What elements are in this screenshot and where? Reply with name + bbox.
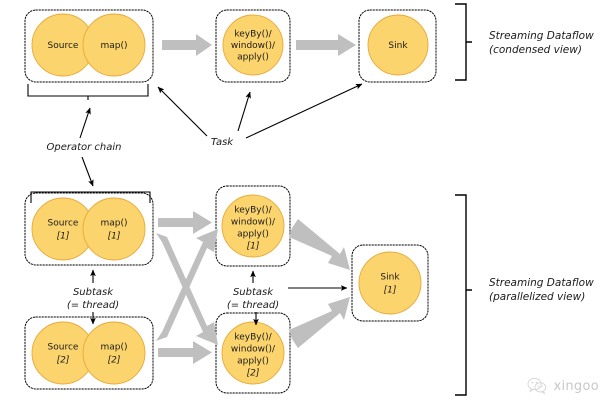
wechat-icon bbox=[527, 377, 547, 395]
operator-index-keyby-2: [2] bbox=[247, 369, 260, 379]
operator-circle-map-2 bbox=[82, 321, 146, 385]
operator-label-keyby-1-line3: apply() bbox=[237, 230, 269, 240]
operator-chain-arrow-down bbox=[81, 156, 94, 187]
flow-arrow-chain1-to-keyby1 bbox=[158, 211, 212, 234]
side-label-condensed-line2: (condensed view) bbox=[489, 44, 582, 56]
operator-label-source-1: Source bbox=[48, 219, 79, 229]
flow-arrow-keyby1-to-sink bbox=[289, 219, 350, 270]
flow-arrow-keyby2-to-sink bbox=[289, 297, 350, 348]
operator-label-keyby-line1-condensed: keyBy()/ bbox=[234, 30, 272, 40]
operator-label-keyby-2-line3: apply() bbox=[237, 357, 269, 367]
bracket-condensed-view bbox=[455, 3, 472, 81]
flow-arrow-chain2-to-keyby1 bbox=[156, 229, 218, 341]
operator-chain-bracket-top bbox=[27, 84, 149, 100]
operator-circle-keyby-2 bbox=[221, 321, 285, 385]
operator-label-map-2: map() bbox=[100, 343, 127, 353]
operator-label-keyby-line2-condensed: window()/ bbox=[231, 41, 276, 51]
task-arrow-to-sink-box bbox=[245, 83, 363, 139]
operator-label-keyby-1-line1: keyBy()/ bbox=[234, 206, 272, 216]
operator-index-map-2: [2] bbox=[108, 356, 121, 366]
side-label-parallelized-line1: Streaming Dataflow bbox=[489, 277, 594, 289]
task-arrow-to-chain-box bbox=[157, 86, 208, 137]
annotation-subtask-right-line1: Subtask bbox=[233, 287, 274, 298]
side-label-parallelized-line2: (parallelized view) bbox=[489, 291, 585, 303]
annotation-operator-chain: Operator chain bbox=[46, 142, 121, 153]
operator-index-map-1: [1] bbox=[108, 232, 121, 242]
operator-label-keyby-1-line2: window()/ bbox=[231, 218, 276, 228]
operator-circle-keyby-condensed bbox=[222, 14, 284, 76]
operator-chain-arrow-up bbox=[79, 107, 91, 139]
flow-arrow-chain-to-keyby-condensed bbox=[162, 34, 212, 56]
operator-circle-map-condensed bbox=[82, 13, 146, 77]
operator-circle-sink-parallel bbox=[358, 251, 422, 315]
operator-circle-sink-condensed bbox=[367, 14, 429, 76]
operator-chain-bracket-bottom bbox=[30, 191, 151, 203]
operator-label-map-condensed: map() bbox=[100, 41, 127, 51]
operator-label-keyby-line3-condensed: apply() bbox=[237, 53, 269, 63]
flow-arrow-keyby-to-sink-condensed bbox=[296, 34, 356, 56]
operator-index-source-1: [1] bbox=[57, 232, 70, 242]
operator-label-keyby-2-line2: window()/ bbox=[231, 345, 276, 355]
task-arrow-to-keyby-box bbox=[237, 91, 251, 132]
watermark: xingoo bbox=[527, 377, 599, 395]
operator-index-keyby-1: [1] bbox=[247, 242, 260, 252]
operator-label-sink-parallel: Sink bbox=[380, 273, 400, 283]
operator-index-source-2: [2] bbox=[57, 356, 70, 366]
annotation-subtask-left-line2: (= thread) bbox=[67, 300, 119, 311]
operator-label-source-2: Source bbox=[48, 343, 79, 353]
operator-index-sink-parallel: [1] bbox=[384, 286, 397, 296]
operator-circle-map-1 bbox=[82, 197, 146, 261]
operator-label-source-condensed: Source bbox=[48, 41, 79, 51]
operator-circle-keyby-1 bbox=[221, 194, 285, 258]
bracket-parallelized-view bbox=[455, 194, 472, 396]
operator-label-keyby-2-line1: keyBy()/ bbox=[234, 333, 272, 343]
operator-label-sink-condensed: Sink bbox=[388, 41, 408, 51]
flow-arrow-chain2-to-keyby2 bbox=[158, 341, 212, 364]
watermark-label: xingoo bbox=[553, 378, 599, 394]
side-label-condensed-line1: Streaming Dataflow bbox=[489, 30, 594, 42]
operator-label-map-1: map() bbox=[100, 219, 127, 229]
annotation-subtask-right-line2: (= thread) bbox=[227, 300, 279, 311]
annotation-subtask-left-line1: Subtask bbox=[73, 287, 114, 298]
annotation-task: Task bbox=[211, 137, 234, 148]
